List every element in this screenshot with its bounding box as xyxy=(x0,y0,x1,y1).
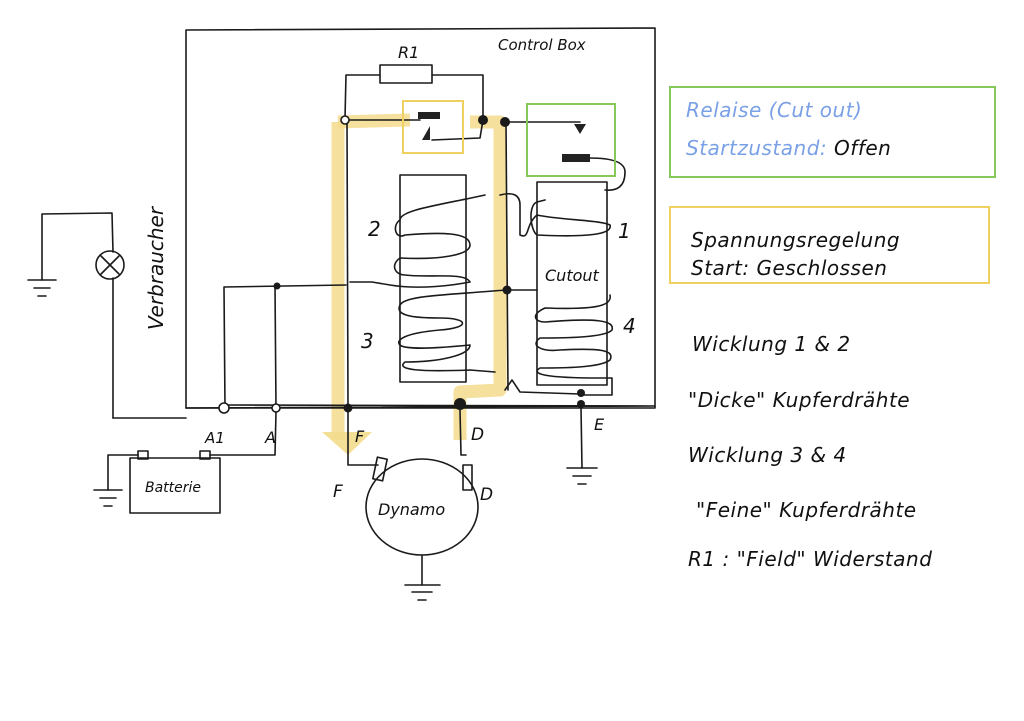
consumer-label: Verbraucher xyxy=(144,205,168,330)
control-box-title: Control Box xyxy=(498,36,586,54)
resistor-label: R1 xyxy=(398,43,419,62)
note-thick-wires: "Dicke" Kupferdrähte xyxy=(688,388,911,412)
legend-relay-state: Startzustand: Offen xyxy=(686,136,891,160)
coil-3-label: 3 xyxy=(361,329,374,353)
relay-contact-upper xyxy=(574,124,586,134)
battery-label: Batterie xyxy=(145,480,201,496)
ground-dynamo xyxy=(404,584,441,601)
node-a[interactable] xyxy=(271,403,281,413)
note-winding-1-2: Wicklung 1 & 2 xyxy=(692,332,851,356)
terminal-f-label: F xyxy=(355,427,365,446)
highlight-top xyxy=(337,113,507,440)
coil-2-label: 2 xyxy=(368,217,381,241)
node-a1[interactable] xyxy=(218,402,230,414)
terminal-a1-label: A1 xyxy=(204,429,225,447)
resistor-r1 xyxy=(379,64,433,84)
node-f[interactable] xyxy=(343,403,353,413)
relay-contact-lower xyxy=(562,154,590,162)
legend-relay-title: Relaise (Cut out) xyxy=(686,98,863,122)
ground-e xyxy=(566,467,598,485)
dynamo-d-label: D xyxy=(480,485,493,505)
winding-2 xyxy=(349,194,486,288)
terminal-a-label: A xyxy=(264,428,276,447)
node-d[interactable] xyxy=(454,398,466,410)
terminal-d-label: D xyxy=(471,425,484,445)
dynamo-f-label: F xyxy=(333,482,343,502)
terminal-e-label: E xyxy=(594,415,605,434)
coil-core-cutout xyxy=(536,181,608,386)
winding-1 xyxy=(499,192,611,237)
regulator-contact-upper xyxy=(418,112,440,119)
legend-regulator-title: Spannungsregelung xyxy=(691,228,901,252)
coil-4-label: 4 xyxy=(623,314,636,338)
legend-relay-state-label: Startzustand: xyxy=(686,136,828,160)
coil-1-label: 1 xyxy=(618,219,631,243)
winding-3 xyxy=(398,289,506,373)
legend-regulator: Spannungsregelung Start: Geschlossen xyxy=(669,206,990,284)
note-winding-3-4: Wicklung 3 & 4 xyxy=(688,443,847,467)
regulator-contact-box xyxy=(402,100,464,154)
highlight-arrow xyxy=(322,432,372,455)
ground-lamp xyxy=(27,279,57,297)
note-field-resistor: R1 : "Field" Widerstand xyxy=(688,547,933,571)
relay-contact-box xyxy=(526,103,616,177)
note-fine-wires: "Feine" Kupferdrähte xyxy=(696,498,917,522)
legend-relay-state-value: Offen xyxy=(834,136,892,160)
control-box-outline xyxy=(185,27,656,409)
ground-battery xyxy=(93,489,123,507)
winding-4 xyxy=(507,289,613,396)
lamp-symbol xyxy=(95,250,125,280)
dynamo-label: Dynamo xyxy=(378,500,445,519)
legend-relay: Relaise (Cut out) Startzustand: Offen xyxy=(669,86,996,178)
legend-regulator-state: Start: Geschlossen xyxy=(691,256,888,280)
node-e[interactable] xyxy=(577,400,585,408)
regulator-contact-lower xyxy=(422,126,430,140)
cutout-label: Cutout xyxy=(545,266,600,285)
battery-symbol xyxy=(129,457,221,514)
